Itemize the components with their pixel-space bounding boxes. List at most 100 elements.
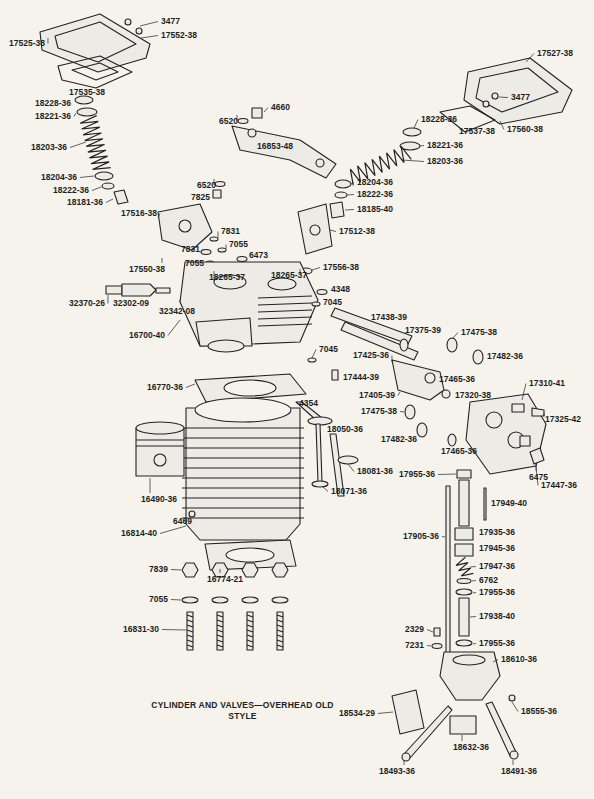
leader-line [473, 643, 476, 645]
drawing-stroke [215, 182, 225, 187]
drawing-stroke [403, 128, 421, 136]
drawing-stroke [450, 716, 476, 734]
leader-line [264, 108, 268, 113]
thread [217, 640, 223, 642]
fin [182, 447, 304, 448]
thread [277, 625, 283, 627]
callout-number: 7825 [190, 192, 211, 203]
drawing-stroke [473, 350, 483, 364]
callout-number: 7055 [184, 258, 205, 269]
drawing-stroke [330, 202, 344, 218]
drawing-stroke [316, 159, 324, 167]
drawing-stroke [400, 339, 408, 351]
fin [182, 457, 304, 458]
callout-number: 16774-21 [206, 574, 244, 585]
leader-line [499, 97, 508, 99]
nuts-washers-studs [182, 563, 288, 650]
drawing-stroke [456, 640, 472, 646]
tappet-column [432, 470, 473, 649]
drawing-stroke [154, 454, 166, 466]
valves [296, 390, 358, 496]
callout-number: 18265-37 [208, 272, 246, 283]
drawing-stroke [457, 470, 471, 478]
leader-line [140, 22, 158, 27]
thread [187, 625, 193, 627]
drawing-stroke [75, 96, 93, 104]
drawing-stroke [226, 548, 274, 562]
drawing-stroke [195, 398, 291, 422]
leader-line [470, 566, 476, 568]
drawing-stroke [440, 652, 500, 700]
callout-number: 32302-09 [112, 298, 150, 309]
nut [242, 563, 258, 577]
drawing-stroke [317, 290, 327, 295]
thread [277, 640, 283, 642]
fin [182, 437, 304, 438]
callout-number: 18221-36 [426, 140, 464, 151]
callout-number: 17556-38 [322, 262, 360, 273]
drawing-stroke [224, 380, 276, 396]
callout-number: 32342-08 [158, 306, 196, 317]
callout-number: 18203-36 [30, 142, 68, 153]
drawing-stroke [459, 480, 469, 526]
cylinder-fins [182, 296, 312, 518]
drawing-stroke [136, 428, 184, 476]
fin [182, 507, 304, 508]
callout-number: 7045 [318, 344, 339, 355]
nut [182, 563, 198, 577]
callout-number: 17482-36 [380, 434, 418, 445]
thread [187, 630, 193, 632]
thread [247, 630, 253, 632]
leader-line [493, 660, 498, 663]
fin [182, 477, 304, 478]
callout-number: 17465-36 [440, 446, 478, 457]
leader-line [322, 486, 328, 492]
leader-line [162, 629, 186, 631]
leader-line [472, 580, 476, 582]
callout-number: 18204-36 [356, 177, 394, 188]
leader-line [107, 295, 108, 304]
drawing-stroke [486, 702, 516, 756]
callout-number: 6469 [172, 516, 193, 527]
drawing-stroke [483, 101, 489, 107]
callout-number: 18534-29 [338, 708, 376, 719]
thread [247, 645, 253, 647]
callout-number: 16853-48 [256, 141, 294, 152]
callout-number: 17905-36 [402, 531, 440, 542]
fin [182, 487, 304, 488]
drawing-stroke [486, 412, 502, 428]
callout-number: 17516-38 [120, 208, 158, 219]
drawing-stroke [446, 486, 450, 656]
drawing-stroke [158, 204, 212, 250]
leader-line [348, 464, 354, 472]
thread [277, 615, 283, 617]
drawing-stroke [405, 405, 415, 419]
leader-line [470, 616, 476, 618]
drawing-stroke [40, 14, 150, 72]
drawing-stroke [530, 448, 544, 464]
callout-number: 17475-38 [460, 327, 498, 338]
leader-line [347, 194, 354, 196]
rocker-cover-right [440, 58, 572, 132]
drawing-stroke [520, 436, 530, 446]
rocker-cover-left [40, 14, 150, 72]
callout-number: 17955-36 [478, 638, 516, 649]
washer [242, 597, 258, 603]
callout-number: 16814-40 [120, 528, 158, 539]
fin [258, 324, 312, 326]
callout-number: 7831 [220, 226, 241, 237]
callout-number: 18071-36 [330, 486, 368, 497]
leader-line [420, 145, 424, 147]
thread [187, 645, 193, 647]
callout-number: 6520 [196, 180, 217, 191]
drawing-stroke [55, 22, 136, 62]
callout-number: 17535-38 [68, 87, 106, 98]
callout-number: 18050-36 [326, 424, 364, 435]
thread [247, 625, 253, 627]
callout-number: 18221-36 [34, 111, 72, 122]
drawing-stroke [213, 190, 221, 198]
leader-line [330, 230, 336, 232]
thread [277, 635, 283, 637]
leader-line [141, 36, 158, 39]
drawing-stroke [392, 360, 444, 400]
